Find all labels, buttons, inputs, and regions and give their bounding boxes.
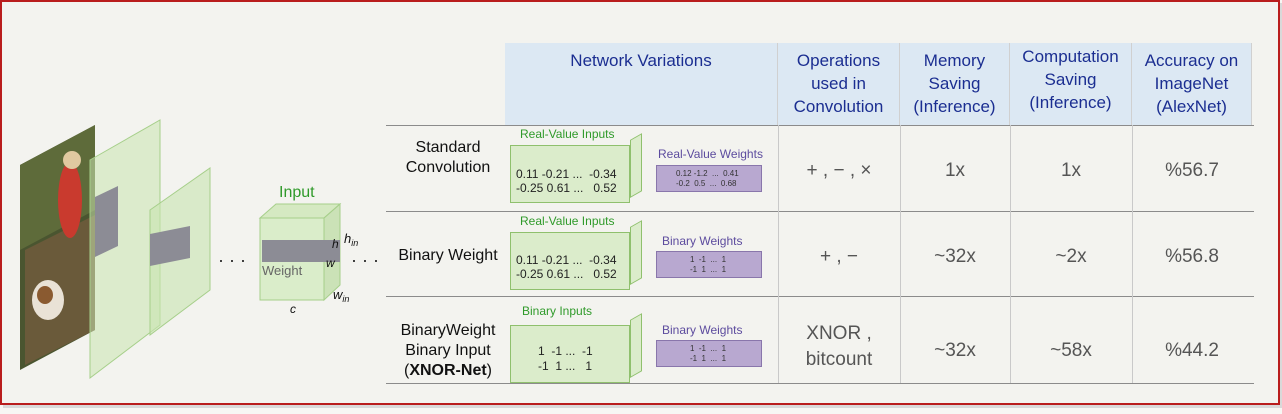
input-photo (20, 125, 95, 370)
row-xnor-label-line2: Binary Input (405, 342, 491, 359)
row3-weight-matrix-line2: -1 1 ... 1 (690, 354, 727, 363)
dim-c: c (290, 302, 296, 316)
row1-input-tensor (510, 145, 630, 203)
header-memory-line3: (Inference) (913, 97, 996, 116)
header-operations: Operations used in Convolution (778, 43, 900, 125)
header-accuracy-line1: Accuracy on (1144, 51, 1239, 70)
row1-weight-label: Real-Value Weights (658, 147, 763, 161)
row-divider-1 (386, 211, 1254, 212)
row2-accuracy: %56.8 (1165, 246, 1219, 267)
row-binary-weight-label-line1: Binary Weight (398, 247, 498, 264)
row3-operations: XNOR , bitcount (778, 321, 900, 373)
row1-input-matrix-line2: -0.25 0.61 ... 0.52 (516, 181, 617, 195)
row1-input-matrix-line1: 0.11 -0.21 ... -0.34 (516, 167, 617, 181)
row1-weight-matrix-line2: -0.2 0.5 ... 0.68 (676, 179, 737, 188)
row3-operations-line2: bitcount (805, 349, 873, 370)
row2-input-tensor (510, 232, 630, 290)
header-accuracy: Accuracy on ImageNet (AlexNet) (1132, 43, 1252, 125)
receptive-field-1 (95, 186, 118, 257)
row-divider-2 (386, 296, 1254, 297)
row-binary-weight-label: Binary Weight (388, 246, 508, 266)
input-label: Input (279, 184, 315, 201)
row3-input-tensor-side (630, 313, 642, 378)
row-standard-label-line2: Convolution (405, 159, 491, 176)
row2-operations: + , − (819, 246, 859, 267)
row1-input-label: Real-Value Inputs (520, 127, 615, 141)
col-divider-3 (1010, 125, 1011, 383)
row-xnor-label-line1: BinaryWeight (400, 322, 496, 339)
col-divider-4 (1132, 125, 1133, 383)
row3-weight-tensor (656, 340, 762, 367)
row2-computation: ~2x (1055, 246, 1087, 267)
row3-computation: ~58x (1050, 340, 1092, 361)
row2-weight-tensor (656, 251, 762, 278)
row2-weight-label: Binary Weights (662, 234, 743, 248)
col-divider-1 (778, 125, 779, 383)
header-operations-line1: Operations (796, 51, 881, 70)
receptive-field-2 (150, 226, 190, 266)
dim-h: h (332, 237, 339, 251)
row3-accuracy: %44.2 (1165, 340, 1219, 361)
row3-input-tensor (510, 325, 630, 383)
header-memory-line1: Memory (923, 51, 986, 70)
col-divider-2 (900, 125, 901, 383)
row-standard-label-line1: Standard (415, 139, 481, 156)
header-memory: Memory Saving (Inference) (900, 43, 1010, 125)
row3-input-label: Binary Inputs (522, 304, 593, 318)
row1-accuracy: %56.7 (1165, 160, 1219, 181)
row2-input-matrix-line1: 0.11 -0.21 ... -0.34 (516, 253, 617, 267)
row3-weight-matrix-line1: 1 -1 ... 1 (690, 344, 727, 353)
row3-memory: ~32x (934, 340, 976, 361)
header-network-variations: Network Variations (505, 43, 778, 125)
header-operations-line2: used in (811, 74, 866, 93)
dim-win: win (333, 287, 349, 304)
header-accuracy-line2: ImageNet (1154, 74, 1229, 93)
row2-input-tensor-side (630, 220, 642, 285)
row1-weight-matrix-line1: 0.12 -1.2 ... 0.41 (676, 169, 739, 178)
row-standard-label: Standard Convolution (388, 138, 508, 178)
dim-w: w (326, 256, 336, 270)
cnn-diagram: · · · Input Weight h hin w win c · · · (20, 119, 379, 380)
dots-1: · · · (218, 250, 246, 270)
row-xnor-label-bold: XNOR-Net (409, 362, 487, 379)
row-xnor-label-line3: (XNOR-Net) (404, 362, 492, 379)
row-divider-top (386, 125, 1254, 126)
header-computation: Computation Saving (Inference) (1010, 43, 1132, 125)
row3-operations-line1: XNOR , (806, 323, 872, 344)
input-cube (258, 202, 342, 302)
header-network-variations-text: Network Variations (570, 51, 712, 70)
row1-operations: + , − , × (806, 160, 872, 181)
row2-input-label: Real-Value Inputs (520, 214, 615, 228)
row2-input-matrix-line2: -0.25 0.61 ... 0.52 (516, 267, 617, 281)
row2-memory: ~32x (934, 246, 976, 267)
header-computation-line1: Computation (1022, 47, 1119, 66)
row3-input-matrix-line2: -1 1 ... 1 (538, 359, 593, 373)
row2-weight-matrix-line2: -1 1 ... 1 (690, 265, 727, 274)
header-computation-line3: (Inference) (1029, 93, 1112, 112)
header-computation-line2: Saving (1044, 70, 1097, 89)
header-operations-line3: Convolution (793, 97, 884, 116)
row1-memory: 1x (944, 160, 966, 181)
row3-weight-label: Binary Weights (662, 323, 743, 337)
row3-input-matrix-line1: 1 -1 ... -1 (538, 344, 593, 358)
dots-2: · · · (351, 250, 379, 270)
header-accuracy-line3: (AlexNet) (1156, 97, 1227, 116)
row2-weight-matrix-line1: 1 -1 ... 1 (690, 255, 727, 264)
dim-hin: hin (344, 231, 358, 248)
header-memory-line2: Saving (928, 74, 981, 93)
row-divider-bottom (386, 383, 1254, 384)
row1-computation: 1x (1060, 160, 1082, 181)
row1-input-tensor-side (630, 133, 642, 198)
weight-label: Weight (262, 263, 303, 278)
row-xnor-label: BinaryWeight Binary Input (XNOR-Net) (388, 321, 508, 381)
row1-weight-tensor (656, 165, 762, 192)
